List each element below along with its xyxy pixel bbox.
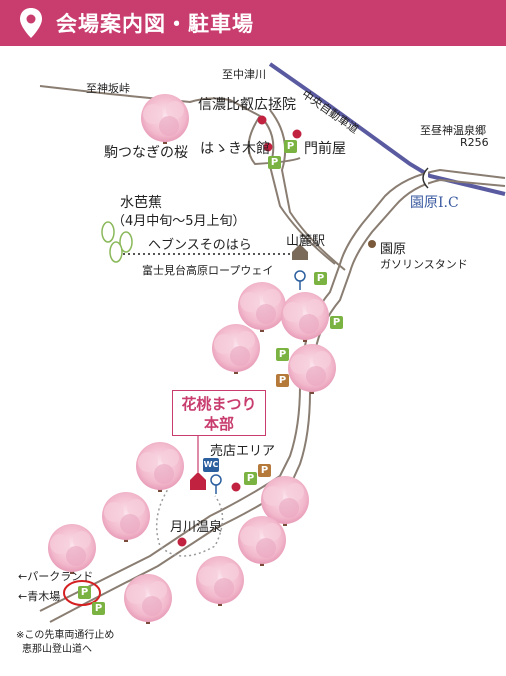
parking-icon: P <box>284 140 297 153</box>
sakura-tree-icon <box>281 292 329 342</box>
label-to-nakatsugawa: 至中津川 <box>222 68 266 81</box>
header-bar: 会場案内図・駐車場 <box>0 0 506 46</box>
page-title: 会場案内図・駐車場 <box>56 12 254 36</box>
label-r256: R256 <box>460 136 489 149</box>
parking-icon: P <box>244 472 257 485</box>
label-sonohara: 園原 <box>380 242 407 257</box>
label-koma-sakura: 駒つなぎの桜 <box>104 145 188 161</box>
parking-icon: P <box>276 348 289 361</box>
label-aokiba: ←青木場 <box>18 590 61 603</box>
festival-hq-box: 花桃まつり 本部 <box>172 390 266 436</box>
station-icon <box>292 244 308 260</box>
label-shop-area: 売店エリア <box>210 444 276 459</box>
hq-house-icon <box>190 472 206 490</box>
parking-icon: P <box>268 156 281 169</box>
parking-icon: P <box>314 272 327 285</box>
parking-icon: P <box>78 586 91 599</box>
parking-icon: P <box>276 374 289 387</box>
note-trail: 恵那山登山道へ <box>22 644 92 655</box>
sakura-tree-icon <box>48 524 96 574</box>
parking-icon: P <box>330 316 343 329</box>
mizubasho-icon <box>101 221 133 263</box>
label-to-kamisaka-pass: 至神坂峠 <box>86 82 130 95</box>
highlight-circle <box>63 580 101 606</box>
label-sanroku-station: 山麓駅 <box>286 234 326 249</box>
sakura-tree-icon <box>238 282 286 332</box>
sakura-tree-icon <box>136 442 184 492</box>
location-pin-icon <box>20 8 42 38</box>
label-hakigi: はゝき木館 <box>200 141 270 157</box>
label-monzenya: 門前屋 <box>304 141 346 157</box>
map-canvas <box>39 62 506 624</box>
parking-icon: P <box>92 602 105 615</box>
sakura-tree-icon <box>124 574 172 624</box>
parking-icon: P <box>258 464 271 477</box>
interchange-icon <box>422 167 429 189</box>
label-ropeway: 富士見台高原ロープウェイ <box>142 264 274 277</box>
label-park-land: ←パークランド <box>18 570 94 583</box>
note-road-closed: ※この先車両通行止め <box>16 630 115 641</box>
venue-map: 至中津川 中央自動車道 至神坂峠 信濃比叡広拯院 はゝき木館 門前屋 駒つなぎの… <box>0 46 506 676</box>
info-marker-icon <box>294 270 306 282</box>
temple-marker <box>257 115 267 125</box>
label-mizubasho-period: （4月中旬〜5月上旬） <box>112 214 246 229</box>
sakura-tree-icon <box>212 324 260 374</box>
sakura-tree-icon <box>238 516 286 566</box>
sakura-tree-icon <box>196 556 244 606</box>
hq-subtitle: 本部 <box>203 415 234 433</box>
hq-title: 花桃まつり <box>181 395 257 413</box>
label-gas-station: ガソリンスタンド <box>380 258 468 271</box>
label-tsukikawa-onsen: 月川温泉 <box>170 520 223 535</box>
mountain-road <box>39 85 336 265</box>
wc-icon: WC <box>203 458 219 472</box>
label-heavens: ヘブンスそのはら <box>148 238 252 253</box>
label-shinano-eizan: 信濃比叡広拯院 <box>198 97 296 113</box>
label-to-hirugami: 至昼神温泉郷 <box>420 124 486 137</box>
label-sonohara-ic: 園原I.C <box>410 195 459 211</box>
sakura-tree-icon <box>102 492 150 542</box>
label-mizubasho: 水芭蕉 <box>120 195 162 211</box>
sakura-tree-icon <box>288 344 336 394</box>
sakura-tree-icon <box>141 94 189 144</box>
